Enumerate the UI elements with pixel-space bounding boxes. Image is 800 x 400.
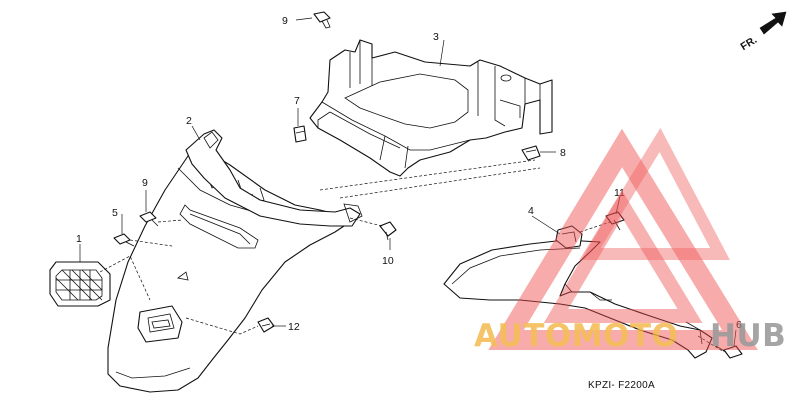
screw-6 <box>715 345 743 359</box>
watermark-text-a: AUTOMOTO <box>474 318 678 354</box>
clip-8 <box>521 145 541 161</box>
diagram-code: KPZI- F2200A <box>588 380 655 391</box>
nut-12 <box>257 317 275 333</box>
reflector-grid <box>55 269 103 301</box>
bolt-9-left <box>139 211 159 227</box>
part-bracket-3 <box>309 39 553 177</box>
leader-lines <box>79 17 737 353</box>
callout-4: 4 <box>528 205 534 217</box>
callout-3: 3 <box>433 31 439 43</box>
callout-9-left: 9 <box>142 177 148 189</box>
callout-7: 7 <box>294 95 300 107</box>
direction-label: FR. <box>739 34 760 53</box>
callout-6: 6 <box>736 319 742 331</box>
license-light-housing <box>137 305 183 343</box>
callouts: 9 3 7 8 2 9 5 1 10 4 11 6 12 <box>76 15 742 333</box>
callout-5: 5 <box>112 207 118 219</box>
watermark-text-b: HUB <box>710 318 786 354</box>
callout-12: 12 <box>288 321 300 333</box>
callout-8: 8 <box>560 147 566 159</box>
front-direction-indicator: FR. <box>739 11 787 53</box>
arrow-right-icon <box>759 11 787 35</box>
screw-11 <box>605 211 625 231</box>
callout-9-top: 9 <box>282 15 288 27</box>
watermark-triangle-logo <box>488 127 758 350</box>
reflector-1 <box>49 261 111 307</box>
callout-10: 10 <box>382 255 394 267</box>
callout-11: 11 <box>614 187 625 199</box>
clip-7 <box>293 125 307 143</box>
watermark: AUTOMOTO HUB <box>474 127 786 354</box>
grab-rail-2 <box>185 129 363 227</box>
nut-10 <box>379 221 397 241</box>
bolt-9-top <box>313 11 331 29</box>
callout-1: 1 <box>76 233 82 245</box>
part-inner-fender-4 <box>443 225 713 359</box>
callout-2: 2 <box>186 115 192 127</box>
